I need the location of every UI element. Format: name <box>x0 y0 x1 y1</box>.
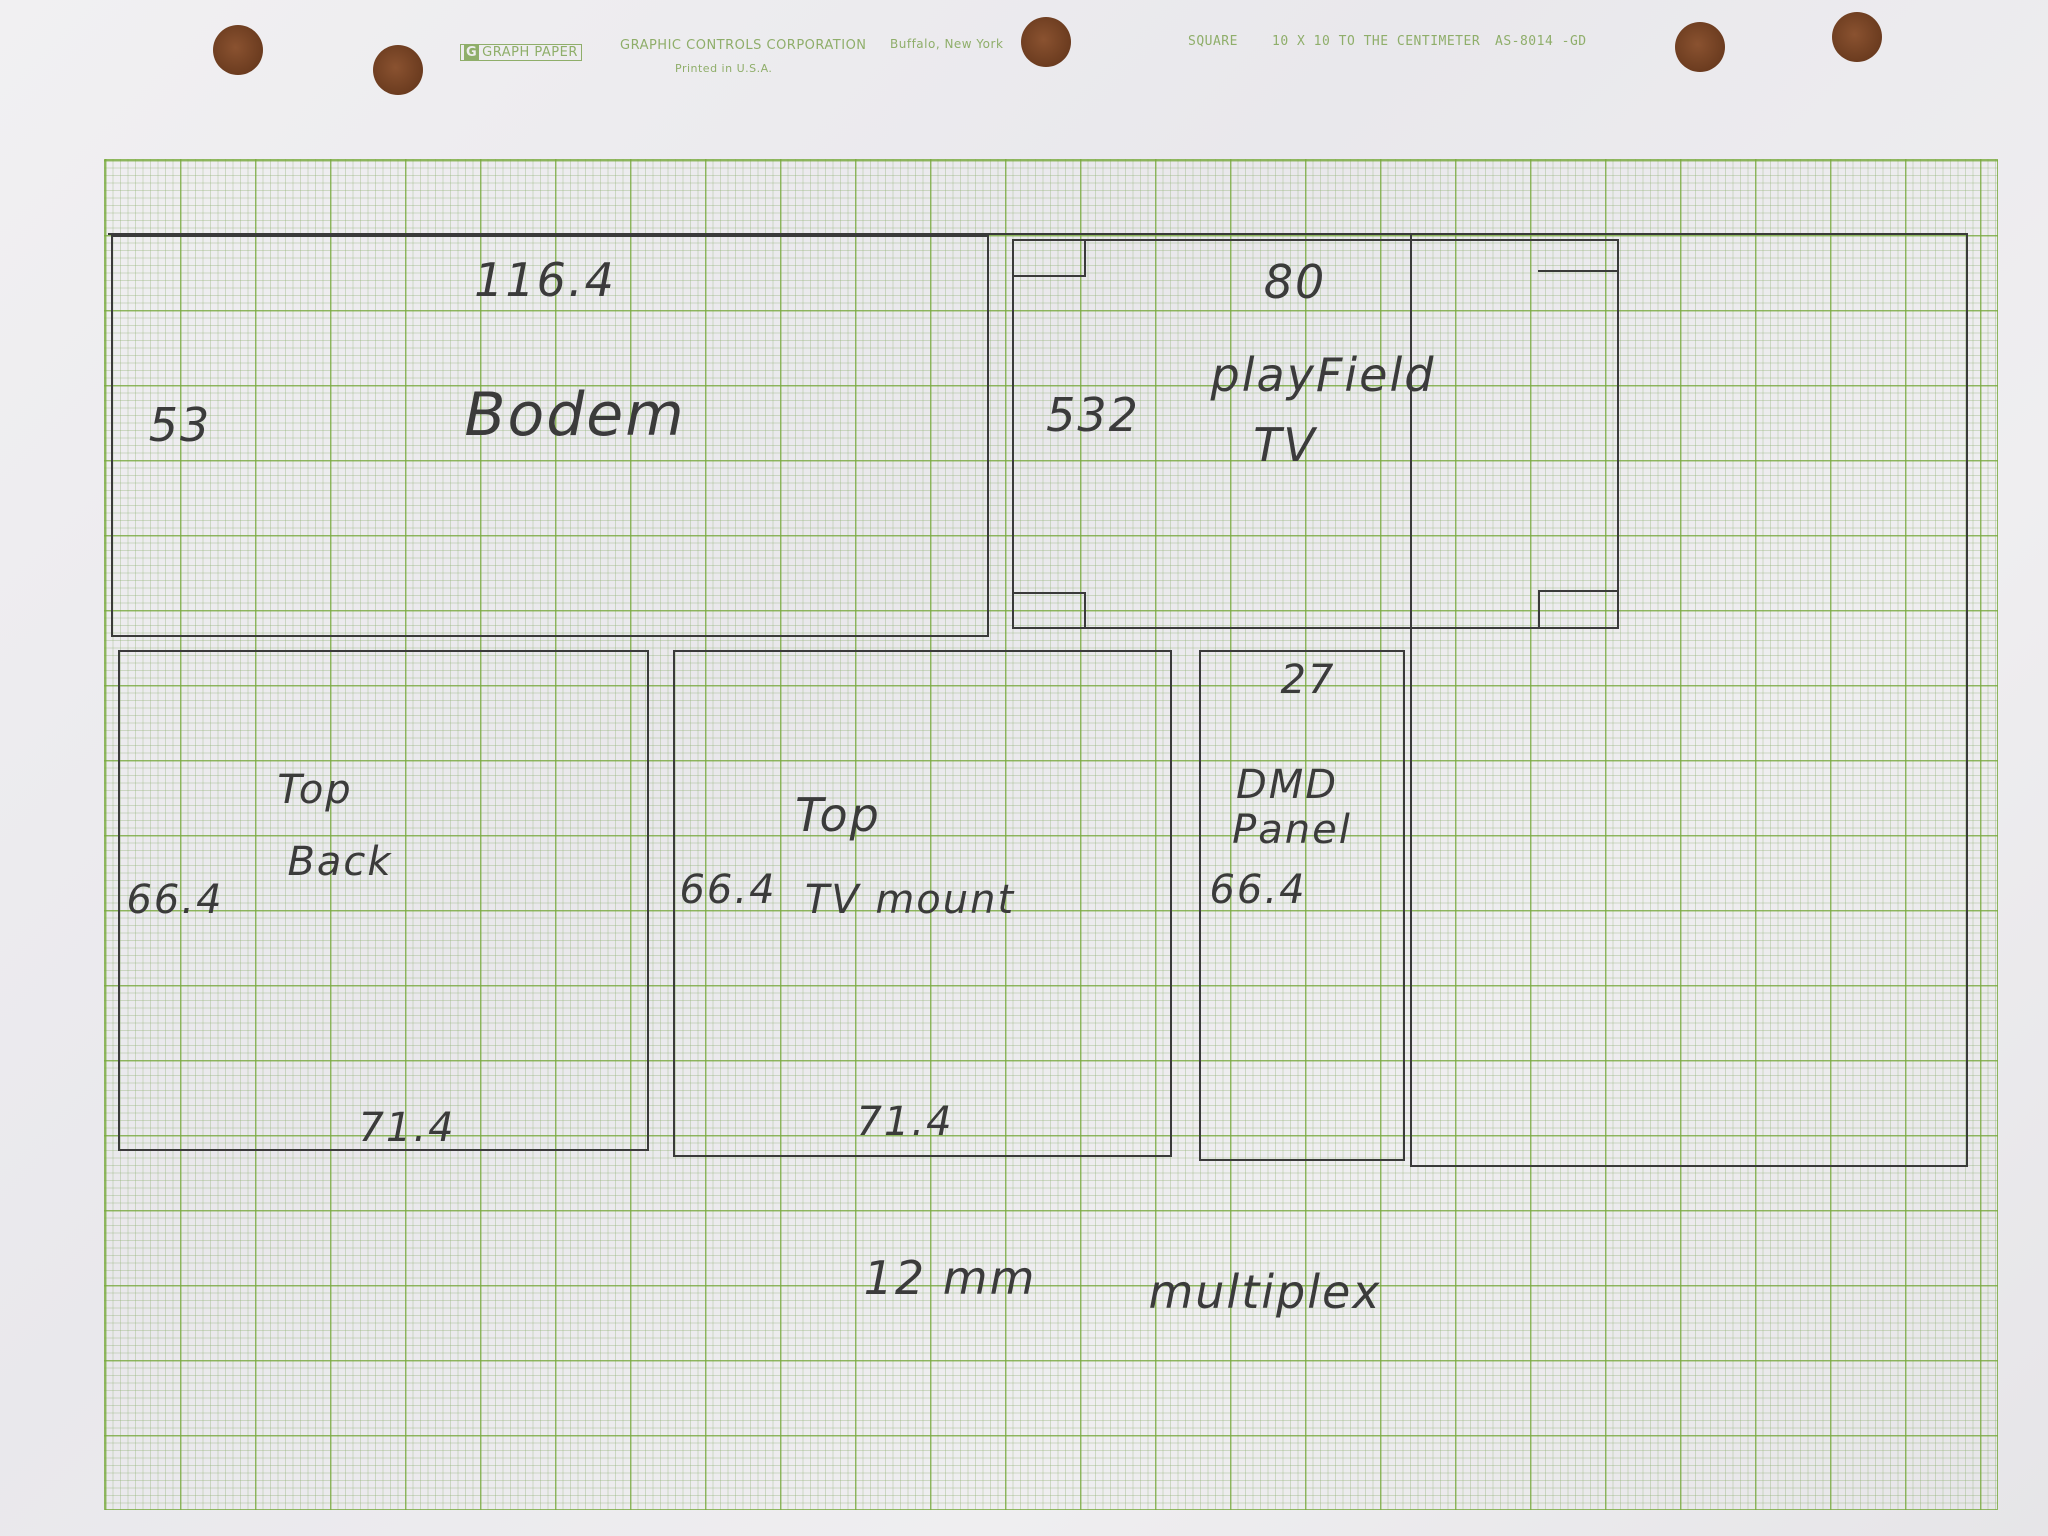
paper-location: Buffalo, New York <box>890 37 1004 51</box>
playfield-width: 80 <box>1263 255 1327 309</box>
grid-area <box>104 159 1998 1510</box>
piece-playfield-tv <box>1012 239 1619 629</box>
piece-dmd-panel <box>1199 650 1405 1161</box>
playfield-corner-mark <box>1012 592 1086 629</box>
paper-company: GRAPHIC CONTROLS CORPORATION <box>620 38 867 53</box>
paper-printed: Printed in U.S.A. <box>675 62 773 75</box>
material-thickness: 12 mm <box>863 1251 1037 1305</box>
piece-bodem <box>111 235 989 637</box>
playfield-label-tv: TV <box>1253 418 1317 472</box>
remaining-area-outline <box>1410 233 1968 1167</box>
dmd-panel-width: 27 <box>1280 657 1336 703</box>
bodem-label: Bodem <box>464 380 686 450</box>
piece-top-back <box>118 650 649 1151</box>
punch-hole <box>1832 12 1882 62</box>
bodem-height: 53 <box>148 398 212 452</box>
playfield-height: 532 <box>1046 388 1140 442</box>
top-back-label-2: Back <box>287 839 393 885</box>
playfield-corner-mark <box>1538 590 1619 629</box>
top-tv-mount-label: Top <box>795 788 881 842</box>
top-back-label: Top <box>277 767 353 813</box>
top-tv-mount-label-2: TV mount <box>804 877 1016 923</box>
punch-hole <box>1675 22 1725 72</box>
playfield-label: playField <box>1210 348 1436 402</box>
top-edge-line <box>108 233 1948 236</box>
paper-code: AS-8014 -GD <box>1495 34 1587 49</box>
punch-hole <box>213 25 263 75</box>
dmd-panel-label-2: Panel <box>1232 807 1352 853</box>
paper-type: SQUARE <box>1188 34 1238 49</box>
top-tv-mount-width: 71.4 <box>856 1099 954 1145</box>
dmd-panel-height: 66.4 <box>1209 867 1307 913</box>
top-back-height: 66.4 <box>126 877 224 923</box>
punch-hole <box>373 45 423 95</box>
top-back-width: 71.4 <box>358 1105 456 1151</box>
playfield-corner-mark <box>1012 239 1086 277</box>
top-tv-mount-height: 66.4 <box>679 867 777 913</box>
punch-hole <box>1021 17 1071 67</box>
bodem-width: 116.4 <box>474 253 616 307</box>
material-type: multiplex <box>1148 1265 1382 1319</box>
paper-ruling: 10 X 10 TO THE CENTIMETER <box>1272 34 1481 49</box>
piece-top-tv-mount <box>673 650 1172 1157</box>
dmd-panel-label: DMD <box>1235 762 1339 808</box>
playfield-corner-mark <box>1538 239 1619 272</box>
